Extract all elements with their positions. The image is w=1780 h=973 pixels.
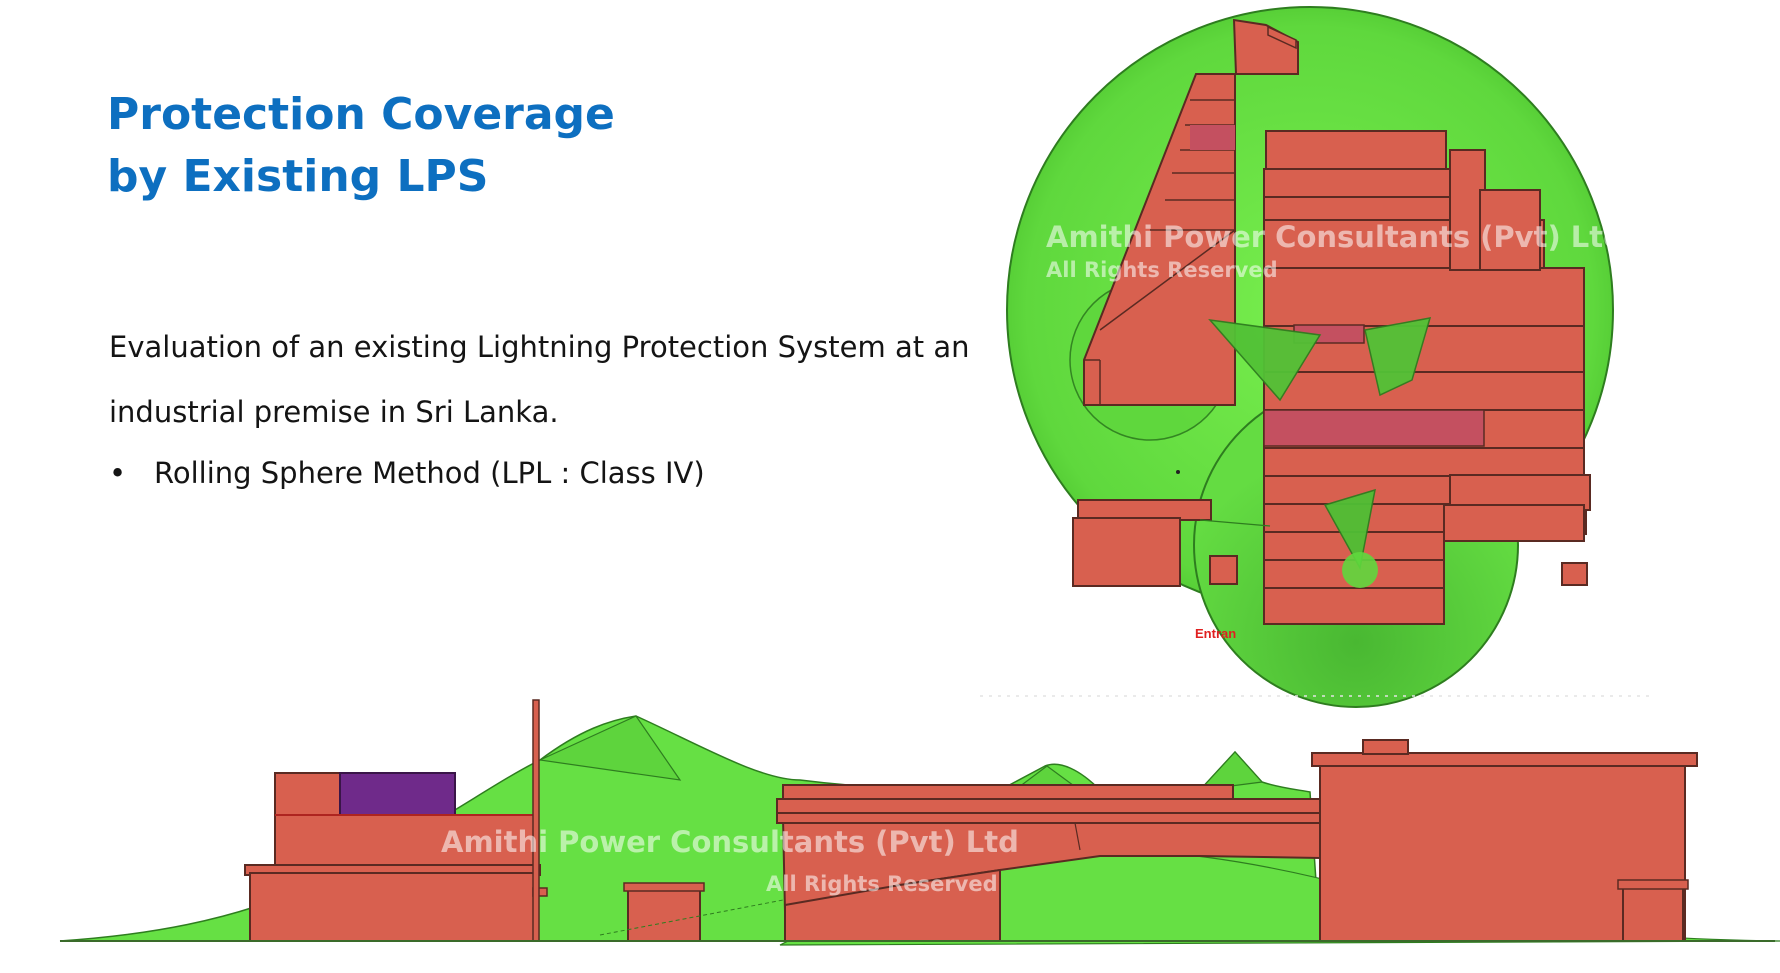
elevation-building-small <box>627 886 701 942</box>
elevation-building-right-annex <box>1622 886 1684 942</box>
elevation-watermark-line-2: All Rights Reserved <box>766 872 998 896</box>
plan-cone-center <box>1323 488 1376 571</box>
elevation-air-terminal-mast <box>532 699 540 942</box>
elevation-building-left-base <box>249 872 536 942</box>
elevation-building-left-mid <box>274 814 538 868</box>
plan-view: Amithi Power Consultants (Pvt) Ltd All R… <box>1006 6 1624 708</box>
plan-roof-band-2 <box>1263 409 1485 447</box>
description-text: Evaluation of an existing Lightning Prot… <box>109 330 970 429</box>
plan-label-entrance: Entran <box>1195 626 1236 641</box>
plan-building-small-1 <box>1209 555 1238 585</box>
elevation-highlight-block <box>339 772 456 816</box>
bullet-text: Rolling Sphere Method (LPL : Class IV) <box>154 456 705 490</box>
plan-cone-left <box>1208 318 1322 402</box>
elevation-watermark-line-1: Amithi Power Consultants (Pvt) Ltd <box>441 825 1019 859</box>
elevation-building-left-upper <box>274 772 341 816</box>
plan-roof-band <box>1190 125 1235 150</box>
elevation-view: Amithi Power Consultants (Pvt) Ltd All R… <box>59 699 1780 946</box>
plan-watermark-line-1: Amithi Power Consultants (Pvt) Ltd <box>1046 220 1624 254</box>
plan-watermark-line-2: All Rights Reserved <box>1046 258 1278 282</box>
plan-building-small-2 <box>1561 562 1588 586</box>
bullet-dot-icon: • <box>109 456 127 490</box>
plan-cone-right <box>1364 317 1432 397</box>
bullet-item: • Rolling Sphere Method (LPL : Class IV) <box>109 441 705 506</box>
title-line-2: by Existing LPS <box>107 151 489 202</box>
plan-building-left-2 <box>1072 517 1181 587</box>
title-line-1: Protection Coverage <box>107 89 615 140</box>
plan-building-slanted <box>1083 73 1236 406</box>
slide-title: Protection Coverage by Existing LPS <box>107 84 615 208</box>
